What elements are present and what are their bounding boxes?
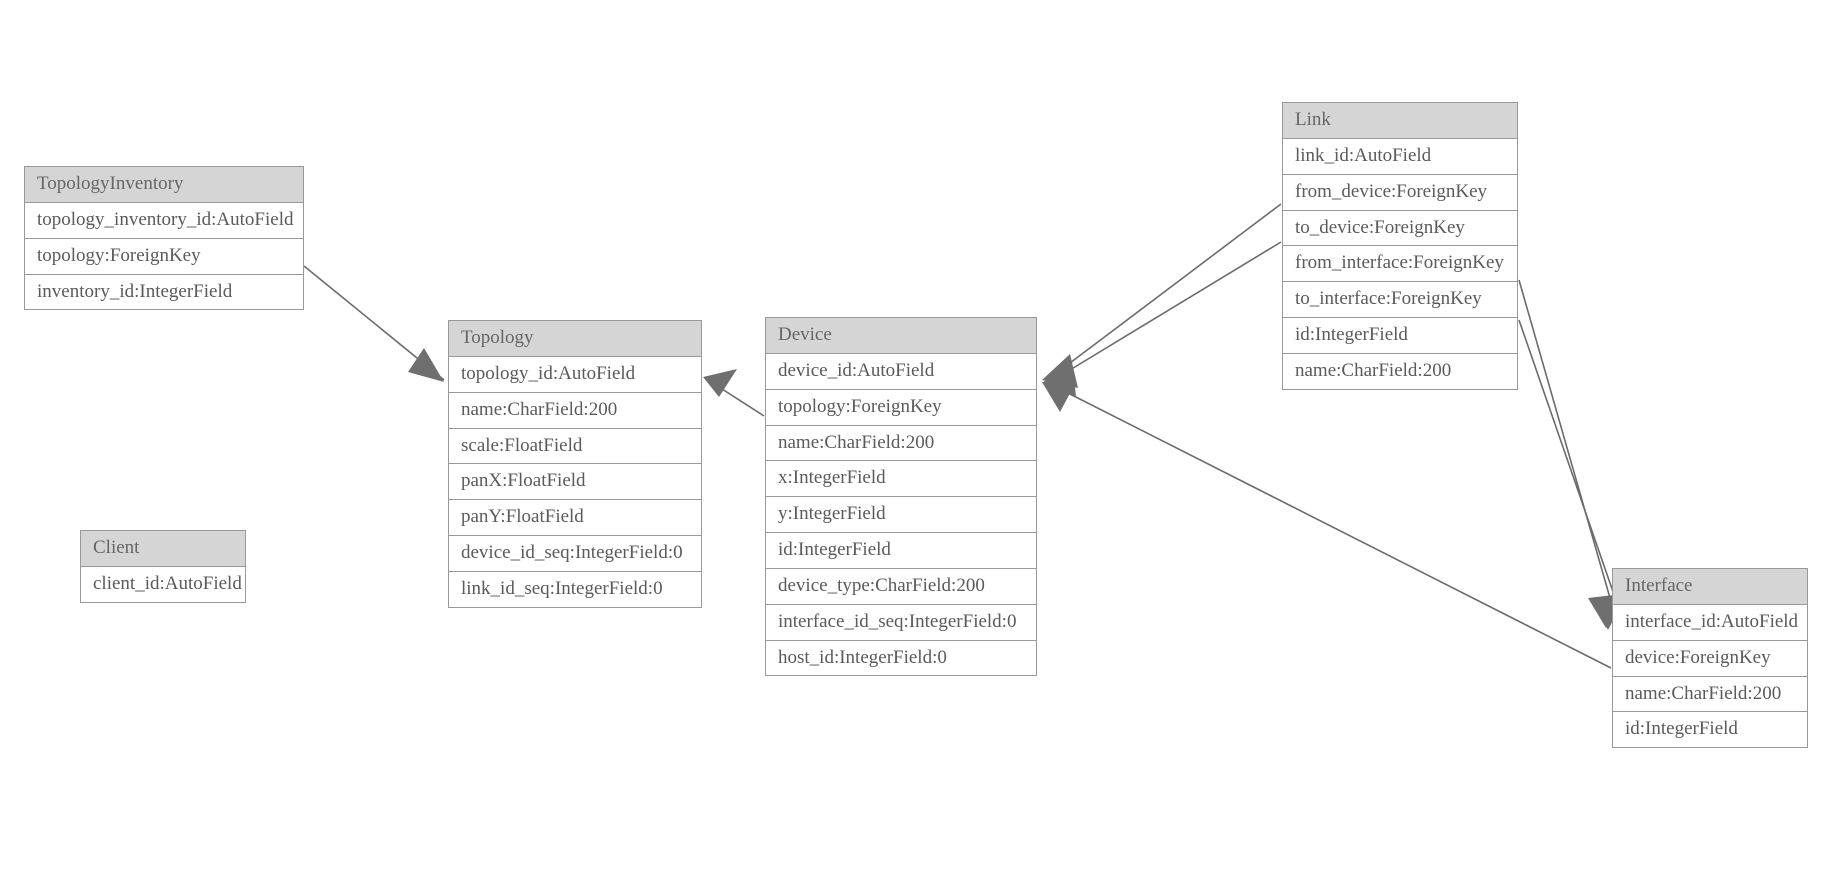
entity-field: device_id:AutoField: [766, 354, 1036, 390]
relation-link-to-device-to-device: [1042, 241, 1282, 396]
entity-field: device:ForeignKey: [1613, 641, 1807, 677]
entity-field: device_type:CharField:200: [766, 569, 1036, 605]
relation-topologyinventory-to-topology: [303, 265, 445, 382]
entity-field: topology:ForeignKey: [766, 390, 1036, 426]
entity-field: name:CharField:200: [1295, 359, 1452, 381]
entity-field: topology_inventory_id:AutoField: [25, 203, 303, 239]
entity-field: topology_id:AutoField: [449, 357, 701, 393]
entity-field: name:CharField:200: [766, 426, 1036, 462]
entity-field: panX:FloatField: [449, 464, 701, 501]
entity-field: name:CharField:200: [449, 393, 701, 429]
entity-field: x:IntegerField: [766, 461, 1036, 498]
entity-title-device: Device: [766, 318, 1036, 354]
relation-device-to-topology: [703, 369, 765, 417]
entity-field: client_id:AutoField: [93, 572, 242, 594]
entity-field: interface_id_seq:IntegerField:0: [766, 605, 1036, 641]
entity-title-topology: Topology: [449, 321, 701, 357]
entity-field: id:IntegerField: [1625, 718, 1738, 740]
entity-field: name:CharField:200: [1613, 677, 1807, 713]
entity-field: y:IntegerField: [766, 497, 1036, 534]
entity-field: link_id_seq:IntegerField:0: [461, 577, 663, 599]
relation-interface-device-to-device: [1042, 382, 1612, 669]
entity-field: topology:ForeignKey: [25, 239, 303, 275]
entity-field: from_interface:ForeignKey: [1283, 246, 1517, 283]
entity-box-client[interactable]: Client client_id:AutoField: [80, 530, 246, 603]
entity-title-link: Link: [1283, 103, 1517, 139]
entity-field: to_interface:ForeignKey: [1283, 282, 1517, 319]
entity-field: to_device:ForeignKey: [1283, 211, 1517, 247]
entity-field: host_id:IntegerField:0: [778, 646, 947, 668]
entity-field: scale:FloatField: [449, 429, 701, 465]
entity-field: interface_id:AutoField: [1613, 605, 1807, 641]
relation-link-to-interface-to-interface: [1518, 319, 1626, 630]
entity-field: id:IntegerField: [766, 533, 1036, 569]
entity-field: link_id:AutoField: [1283, 139, 1517, 175]
entity-title-topology_inventory: TopologyInventory: [25, 167, 303, 203]
entity-field: from_device:ForeignKey: [1283, 175, 1517, 211]
entity-field: id:IntegerField: [1283, 318, 1517, 354]
entity-field: inventory_id:IntegerField: [37, 280, 233, 302]
relation-link-from-interface-to-interface: [1518, 279, 1622, 628]
entity-title-interface: Interface: [1613, 569, 1807, 605]
entity-field: panY:FloatField: [449, 500, 701, 537]
entity-title-client: Client: [81, 531, 245, 567]
entity-field: device_id_seq:IntegerField:0: [449, 536, 701, 572]
relation-link-from-device-to-device: [1042, 203, 1282, 388]
